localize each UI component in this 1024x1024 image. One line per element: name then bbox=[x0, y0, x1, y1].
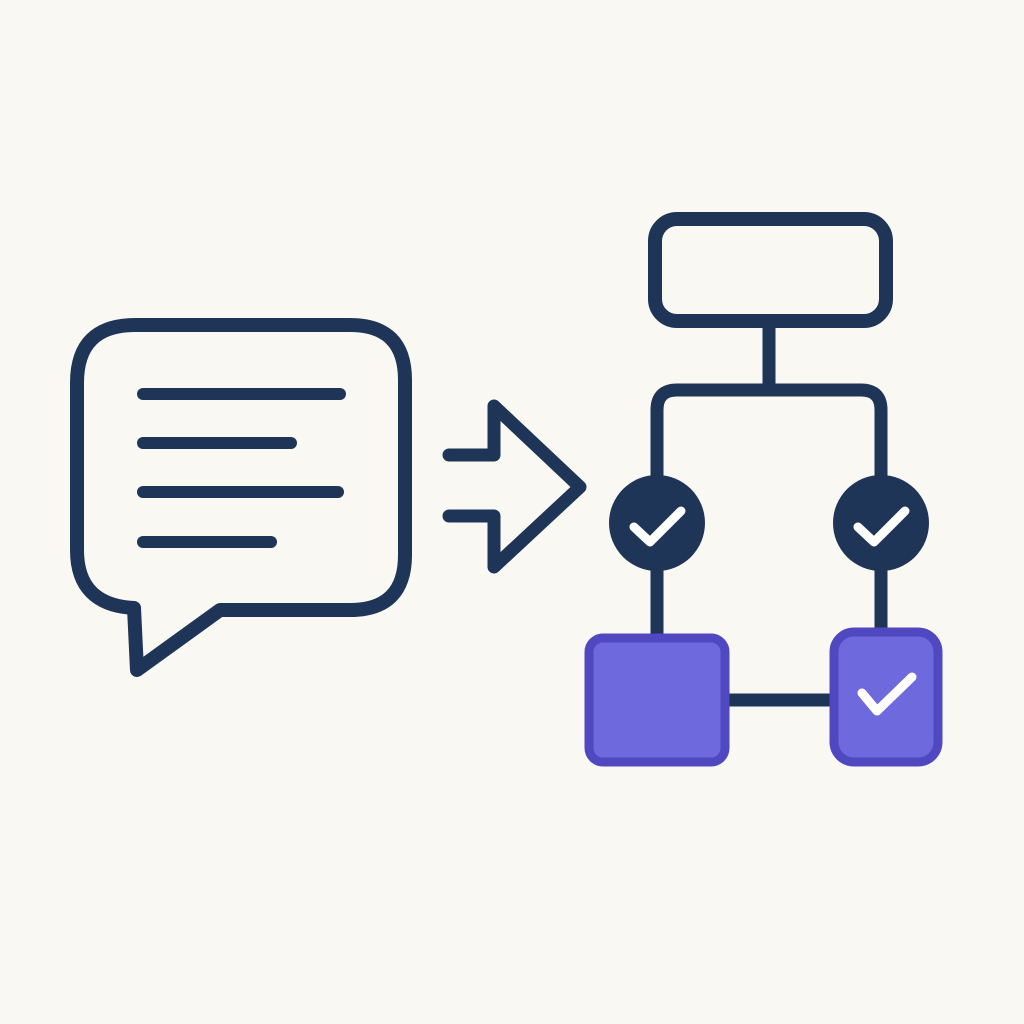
result-box-left bbox=[584, 633, 730, 767]
decision-node-right-circle bbox=[833, 475, 929, 571]
decision-node-right bbox=[833, 475, 929, 571]
workflow-flowchart-icon bbox=[584, 212, 943, 767]
check-icon bbox=[857, 672, 917, 716]
decision-node-left-circle bbox=[609, 475, 705, 571]
check-icon bbox=[629, 506, 686, 547]
decision-node-left bbox=[609, 475, 705, 571]
check-icon bbox=[853, 506, 910, 547]
connector-branch bbox=[650, 383, 888, 485]
speech-bubble-outline bbox=[70, 318, 412, 677]
arrow-right-icon bbox=[442, 399, 587, 574]
result-box-right bbox=[829, 627, 943, 767]
result-box-left-fill bbox=[584, 633, 730, 767]
flowchart-top-box bbox=[648, 212, 893, 328]
speech-bubble-icon bbox=[70, 318, 412, 677]
arrow-outline bbox=[442, 399, 587, 574]
